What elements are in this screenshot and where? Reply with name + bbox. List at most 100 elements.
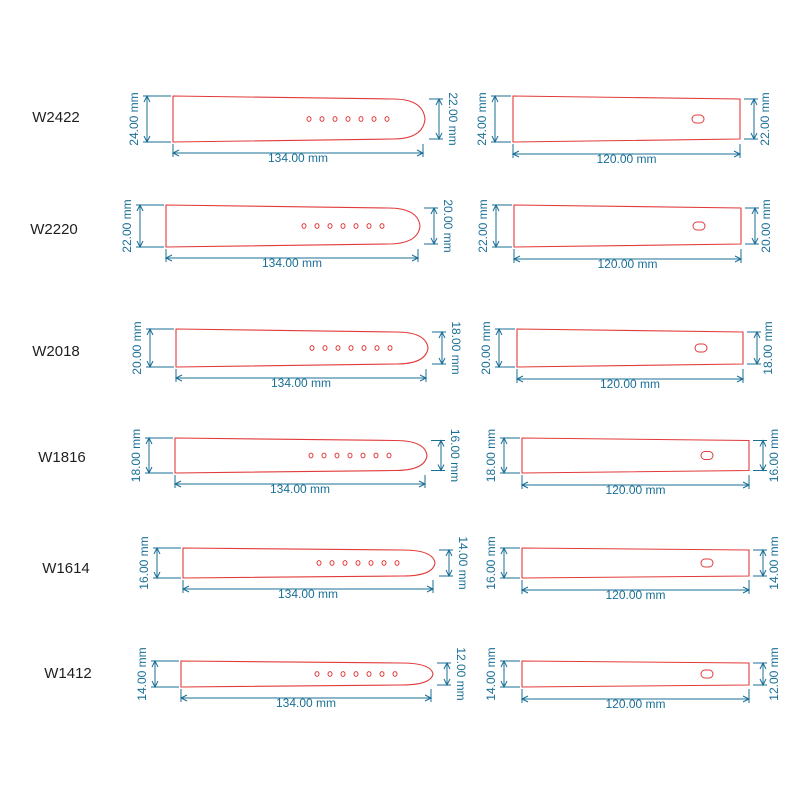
short-strap: 14.00 mm 12.00 mm 120.00 mm bbox=[484, 647, 781, 711]
short-strap-end-width-label: 12.00 mm bbox=[767, 647, 781, 700]
short-strap-end-width-dim bbox=[753, 439, 767, 472]
long-strap-end-width-dim bbox=[439, 548, 453, 578]
long-strap-length-dim bbox=[171, 144, 425, 157]
long-strap-length-label: 134.00 mm bbox=[268, 151, 328, 165]
short-strap-end-width-dim bbox=[744, 97, 758, 141]
long-strap-end-width-label: 12.00 mm bbox=[454, 647, 468, 700]
short-strap-length-dim bbox=[520, 689, 751, 703]
short-strap-outline bbox=[513, 204, 742, 248]
short-strap-outline bbox=[521, 660, 750, 688]
strap-hole bbox=[332, 116, 338, 122]
buckle-slot bbox=[692, 221, 706, 231]
strap-hole bbox=[314, 223, 320, 229]
model-code: W1614 bbox=[42, 560, 90, 577]
long-strap-start-width-dim bbox=[136, 203, 164, 249]
model-code: W1412 bbox=[44, 665, 92, 682]
short-strap-start-width-dim bbox=[491, 94, 511, 144]
model-code: W1816 bbox=[38, 449, 86, 466]
long-strap-end-width-dim bbox=[437, 661, 451, 687]
long-strap-length-dim bbox=[179, 689, 433, 702]
strap-hole bbox=[353, 223, 359, 229]
model-code: W2018 bbox=[32, 343, 80, 360]
short-strap-start-width-label: 16.00 mm bbox=[484, 536, 498, 589]
short-strap-start-width-dim bbox=[500, 436, 520, 475]
short-strap-end-width-label: 22.00 mm bbox=[758, 92, 772, 145]
long-strap-start-width-dim bbox=[153, 546, 181, 580]
strap-hole bbox=[358, 116, 364, 122]
buckle-slot bbox=[700, 558, 714, 568]
buckle-slot bbox=[694, 343, 708, 353]
long-strap-start-width-label: 16.00 mm bbox=[137, 536, 151, 589]
strap-hole bbox=[327, 671, 333, 677]
short-strap-end-width-dim bbox=[747, 330, 761, 366]
buckle-slot bbox=[700, 451, 714, 460]
long-strap-outline bbox=[175, 328, 429, 368]
strap-hole bbox=[335, 345, 341, 351]
long-strap-outline bbox=[165, 204, 421, 248]
strap-hole bbox=[316, 560, 322, 566]
short-strap-length-label: 120.00 mm bbox=[605, 588, 665, 602]
short-strap-start-width-label: 14.00 mm bbox=[484, 647, 498, 700]
long-strap-start-width-dim bbox=[143, 94, 171, 144]
long-strap-end-width-label: 14.00 mm bbox=[456, 536, 470, 589]
short-strap-length-label: 120.00 mm bbox=[597, 257, 657, 271]
strap-hole bbox=[386, 452, 392, 459]
long-strap-length-dim bbox=[181, 580, 435, 593]
long-strap-length-dim bbox=[173, 475, 427, 488]
short-strap-start-width-dim bbox=[492, 203, 512, 249]
strap-hole bbox=[384, 116, 390, 122]
strap-hole bbox=[355, 560, 361, 566]
short-strap-start-width-label: 20.00 mm bbox=[479, 321, 493, 374]
strap-hole bbox=[321, 452, 327, 459]
strap-hole bbox=[342, 560, 348, 566]
short-strap-end-width-label: 18.00 mm bbox=[761, 321, 775, 374]
short-strap-length-dim bbox=[520, 580, 751, 594]
strap-hole bbox=[374, 345, 380, 351]
strap-hole bbox=[366, 223, 372, 229]
short-strap-end-width-dim bbox=[745, 206, 759, 246]
long-strap-outline bbox=[172, 95, 426, 143]
short-strap-start-width-label: 24.00 mm bbox=[475, 92, 489, 145]
short-strap-end-width-dim bbox=[753, 661, 767, 687]
short-strap-length-label: 120.00 mm bbox=[605, 483, 665, 497]
long-strap-outline bbox=[180, 660, 434, 688]
strap-hole bbox=[353, 671, 359, 677]
long-strap-start-width-label: 24.00 mm bbox=[127, 92, 141, 145]
strap-hole bbox=[360, 452, 366, 459]
short-strap-start-width-dim bbox=[495, 327, 515, 369]
short-strap-length-label: 120.00 mm bbox=[605, 697, 665, 711]
strap-hole bbox=[392, 671, 398, 677]
strap-hole bbox=[368, 560, 374, 566]
long-strap-length-label: 134.00 mm bbox=[271, 376, 331, 390]
strap-hole bbox=[340, 223, 346, 229]
strap-hole bbox=[347, 452, 353, 459]
strap-hole bbox=[319, 116, 325, 122]
strap-hole bbox=[379, 671, 385, 677]
strap-hole bbox=[394, 560, 400, 566]
short-strap-end-width-label: 16.00 mm bbox=[767, 429, 781, 482]
short-strap-length-dim bbox=[520, 475, 751, 489]
long-strap-end-width-dim bbox=[429, 97, 443, 141]
strap-hole bbox=[322, 345, 328, 351]
model-code: W2422 bbox=[32, 109, 80, 126]
strap-hole bbox=[301, 223, 307, 229]
short-strap-outline bbox=[512, 95, 741, 143]
short-strap-length-dim bbox=[515, 369, 745, 383]
strap-hole bbox=[371, 116, 377, 122]
strap-hole bbox=[340, 671, 346, 677]
short-strap-length-dim bbox=[511, 144, 742, 158]
